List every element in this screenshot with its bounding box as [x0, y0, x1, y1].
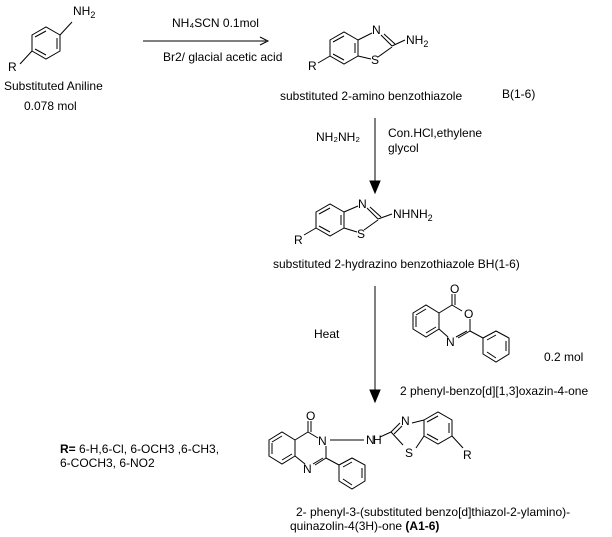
- product-code: (A1-6): [405, 519, 440, 533]
- r-groups-line2: 6-COCH3, 6-NO2: [60, 456, 155, 470]
- oxazinone-phenyl: [482, 330, 510, 363]
- svg-text:R: R: [8, 60, 17, 74]
- benzothiazole-b-benzene: [329, 31, 359, 65]
- r-groups-line1: R= 6-H,6-Cl, 6-OCH3 ,6-CH3,: [60, 442, 220, 456]
- svg-text:S: S: [371, 53, 379, 67]
- reagent-1-top: NH₄SCN 0.1mol: [172, 16, 259, 30]
- svg-text:N: N: [303, 462, 312, 476]
- svg-text:R: R: [294, 233, 303, 247]
- svg-text:N: N: [401, 414, 410, 428]
- svg-text:O: O: [306, 409, 315, 423]
- reagent-1-bottom: Br2/ glacial acetic acid: [163, 50, 283, 64]
- quinazolinone-phenyl: [338, 457, 366, 490]
- reagent-2-left: NH₂NH₂: [316, 130, 360, 144]
- svg-text:N: N: [372, 23, 381, 37]
- benzothiazole-bh-benzene: [315, 203, 345, 237]
- product-benzothiazole-benzene: [423, 411, 453, 445]
- compound-bh-name: substituted 2-hydrazino benzothiazole BH…: [273, 257, 520, 271]
- reagent-2-right-line1: Con.HCl,ethylene: [388, 126, 483, 140]
- quinazolinone-benzene: [268, 431, 296, 465]
- svg-text:S: S: [405, 446, 413, 460]
- svg-text:N: N: [358, 197, 367, 211]
- svg-text:NH2: NH2: [73, 4, 95, 20]
- svg-text:S: S: [357, 227, 365, 241]
- svg-text:R: R: [308, 59, 317, 73]
- svg-text:N: N: [318, 434, 327, 448]
- aniline-amount: 0.078 mol: [24, 99, 77, 113]
- heat-label: Heat: [314, 327, 340, 341]
- oxazinone-benzene: [412, 304, 440, 338]
- svg-text:N: N: [366, 433, 375, 447]
- compound-b-code: B(1-6): [502, 87, 536, 101]
- svg-text:O: O: [464, 307, 473, 321]
- svg-text:NHNH2: NHNH2: [393, 207, 433, 223]
- reagent-2-right-line2: glycol: [388, 141, 419, 155]
- oxazinone-name: 2 phenyl-benzo[d][1,3]oxazin-4-one: [400, 384, 589, 398]
- product-name-line1: 2- phenyl-3-(substituted benzo[d]thiazol…: [296, 505, 571, 519]
- svg-text:O: O: [450, 282, 459, 296]
- product-name-line2: quinazolin-4(3H)-one (A1-6): [290, 519, 440, 533]
- svg-text:R: R: [463, 448, 472, 462]
- aniline-ring: [31, 26, 61, 60]
- svg-text:NH2: NH2: [406, 33, 428, 49]
- aniline-name: Substituted Aniline: [4, 79, 103, 93]
- compound-b-name: substituted 2-amino benzothiazole: [280, 89, 463, 103]
- svg-text:N: N: [446, 335, 455, 349]
- oxazinone-amount: 0.2 mol: [544, 350, 584, 364]
- svg-text:H: H: [373, 433, 382, 447]
